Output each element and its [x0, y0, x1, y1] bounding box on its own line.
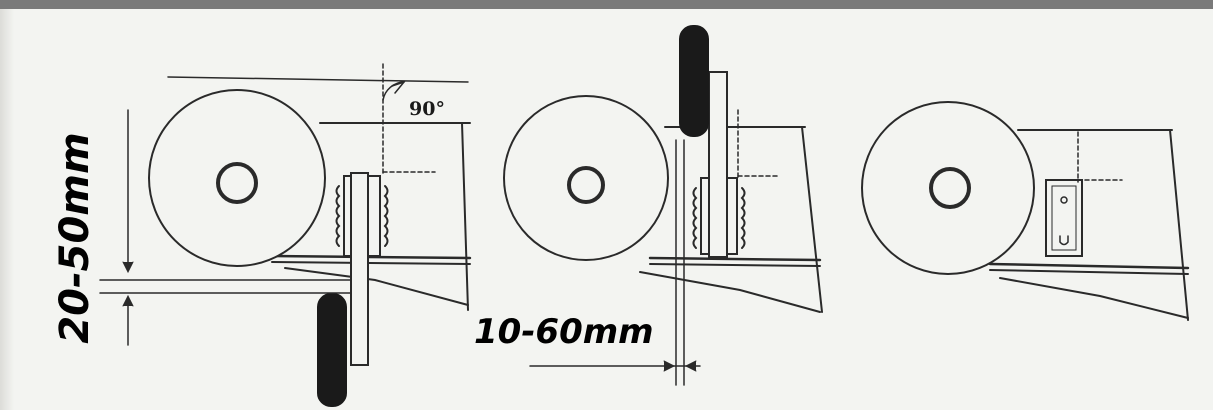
panel-2-frame-end [801, 126, 823, 313]
panel-1-tangent-line [167, 76, 469, 83]
panel-2-belt-lower-rail [648, 256, 822, 262]
panel-2-tracker-rod [708, 71, 728, 258]
top-border [0, 0, 1213, 9]
panel-1-frame-slope [284, 267, 469, 306]
panel-3-pulley [861, 101, 1035, 275]
panel-3-pulley-hub [929, 167, 971, 209]
panel-1-pulley-hub [216, 162, 258, 204]
panel-2-bracket-serration-right [740, 187, 746, 249]
panel-1-tracker-rod [350, 172, 369, 366]
left-border-shade [0, 9, 14, 410]
panel-2-tracker-roller [679, 25, 709, 137]
dimension-20-50mm: 20-50mm [52, 132, 98, 344]
panel-2-bracket-serration-left [692, 187, 698, 249]
panel-2-belt-lower-rail-2 [649, 263, 821, 267]
dim-20-50-arrow-down [122, 261, 134, 274]
panel-1-pulley-assembly [99, 63, 472, 407]
panel-3-bolt-top [1060, 196, 1068, 204]
panel-3-bracket-inner [1051, 185, 1077, 251]
angle-label: 90° [409, 98, 445, 120]
panel-1-bracket-serration-left [335, 185, 341, 247]
panel-2-frame-slope [639, 271, 821, 313]
panel-1-frame-end [461, 122, 469, 311]
panel-3-belt-lower-rail-2 [989, 269, 1189, 275]
panel-3-pulley-assembly [861, 101, 1190, 321]
dim-20-50-arrow-up [122, 294, 134, 307]
panel-3-belt-lower-rail [988, 262, 1190, 270]
panel-3-frame-slope [999, 277, 1189, 319]
dim-10-60-arrow-left [684, 360, 697, 372]
panel-1-bracket-serration-right [383, 185, 389, 247]
dimension-10-60mm: 10-60mm [474, 312, 654, 352]
panel-1-angle-arrow [391, 80, 407, 94]
panel-2-pulley-hub [567, 166, 605, 204]
panel-1-pulley [148, 89, 326, 267]
dim-10-60-arrow-right [663, 360, 676, 372]
panel-2-pulley [503, 95, 669, 261]
panel-3-bracket [1045, 179, 1083, 257]
panel-3-bolt-bottom [1059, 235, 1069, 246]
panel-1-tracker-roller [317, 293, 347, 407]
panel-1-belt-lower-rail-2 [271, 261, 471, 265]
panel-2-pulley-assembly [503, 25, 823, 386]
panel-3-frame-end [1169, 129, 1189, 321]
